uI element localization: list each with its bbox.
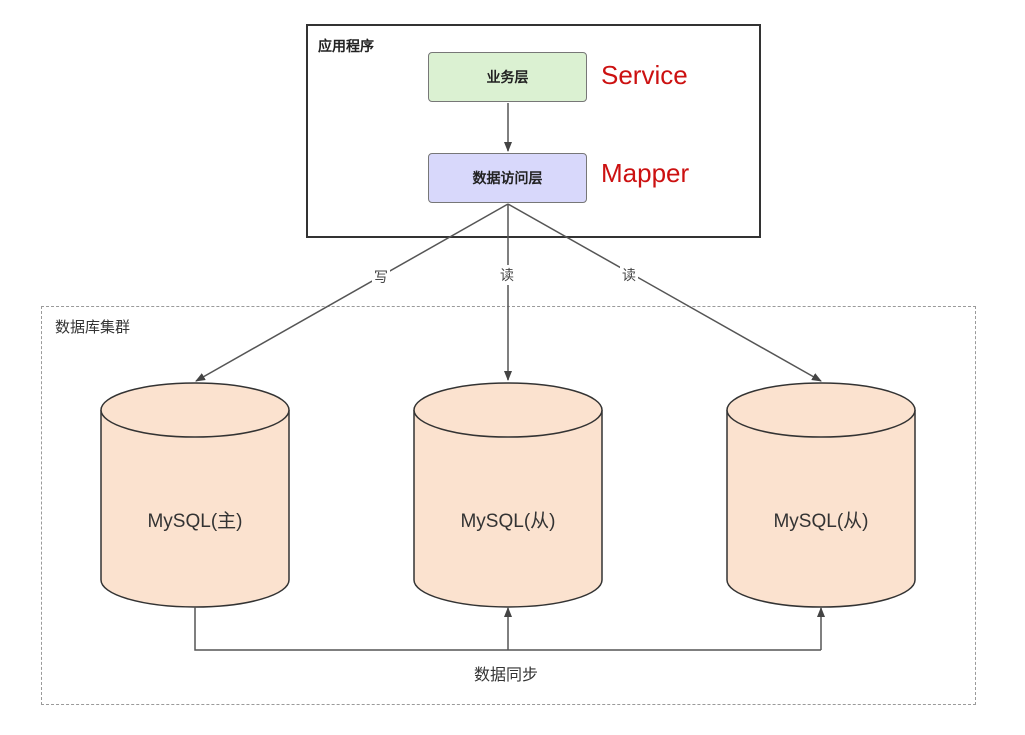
application-title: 应用程序 — [318, 39, 374, 55]
read-arrow-2 — [507, 203, 822, 382]
mysql-slave-label-1: MySQL(从) — [460, 511, 556, 532]
service-note: Service — [601, 60, 688, 90]
mysql-slave-label-2: MySQL(从) — [773, 511, 869, 532]
data-sync-label: 数据同步 — [474, 665, 539, 684]
mysql-master-cylinder — [100, 382, 290, 608]
database-cluster-title: 数据库集群 — [55, 318, 131, 336]
mysql-master-label: MySQL(主) — [147, 511, 243, 532]
write-label: 写 — [372, 267, 390, 287]
read-label-2: 读 — [620, 265, 638, 285]
mysql-slave-cylinder-2 — [726, 382, 916, 608]
service-layer-box: 业务层 — [428, 52, 587, 102]
mysql-slave-cylinder-1 — [413, 382, 603, 608]
sync-connector-line — [194, 607, 821, 651]
read-label-1: 读 — [498, 265, 516, 285]
write-arrow — [195, 203, 509, 382]
mapper-note: Mapper — [601, 158, 690, 188]
data-access-layer-box: 数据访问层 — [428, 153, 587, 203]
